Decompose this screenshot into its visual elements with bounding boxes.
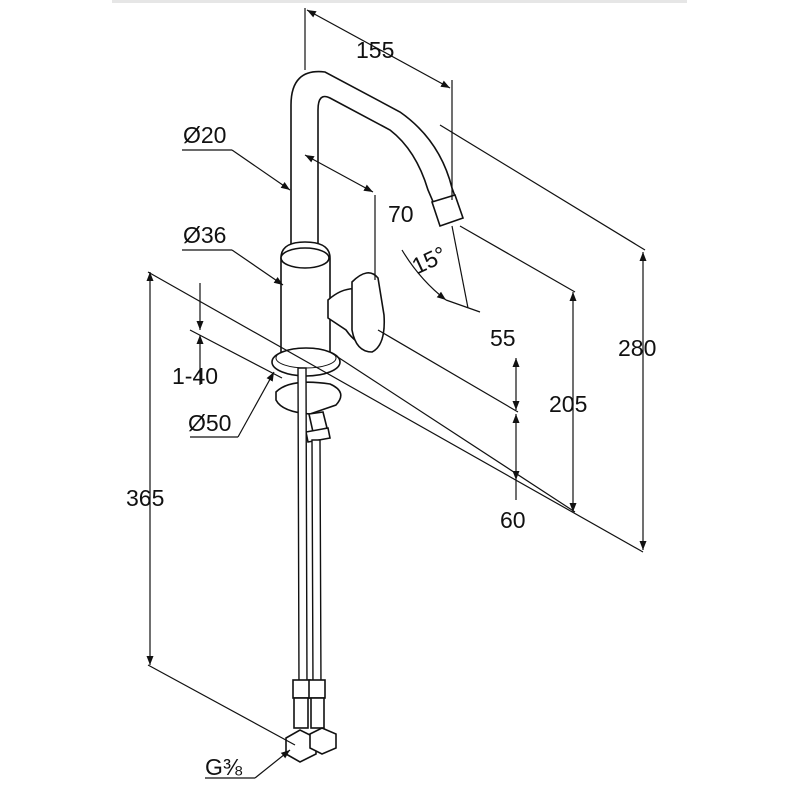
dimension-lines	[146, 8, 647, 779]
dim-spout-diameter: Ø20	[183, 122, 226, 148]
dim-height-205: 205	[549, 391, 587, 417]
top-border-line	[112, 0, 687, 3]
dim-hose-length: 365	[126, 485, 164, 511]
dim-connection-thread: G⅜	[205, 754, 243, 780]
dim-deck-thickness: 1-40	[172, 363, 218, 389]
dim-body-diameter: Ø36	[183, 222, 226, 248]
dim-total-height: 280	[618, 335, 656, 361]
dim-spout-angle: 15°	[408, 241, 451, 279]
dim-base-diameter: Ø50	[188, 410, 231, 436]
faucet-body	[271, 70, 465, 763]
dim-spout-offset: 70	[388, 201, 414, 227]
dim-spout-reach: 155	[356, 37, 394, 63]
dim-handle-height: 55	[490, 325, 516, 351]
dim-below-deck: 60	[500, 507, 526, 533]
